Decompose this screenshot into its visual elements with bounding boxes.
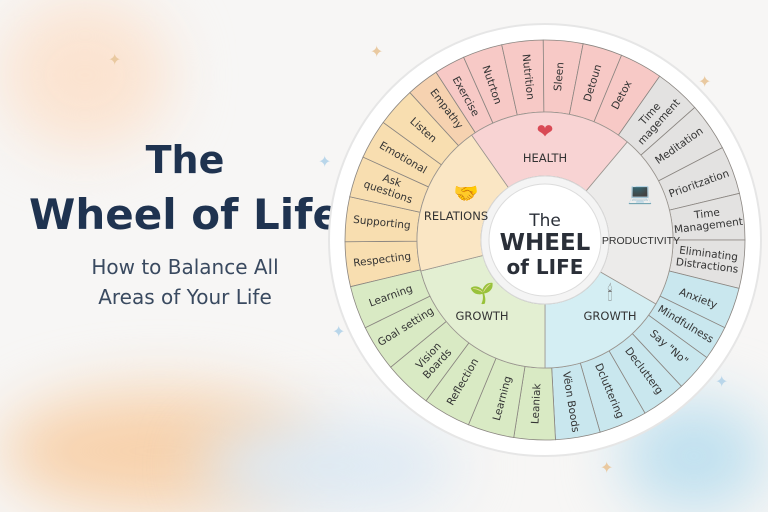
center-line3: of LIFE: [507, 255, 584, 279]
subtitle-line2: Areas of Your Life: [98, 285, 272, 309]
sector-label: GROWTH: [584, 309, 637, 323]
sector-label: RELATIONS: [424, 209, 488, 223]
subtitle-line1: How to Balance All: [91, 255, 279, 279]
segment-label: Supporting: [353, 214, 412, 232]
handshake-icon: 🤝: [454, 181, 479, 205]
center-line2: WHEEL: [500, 230, 591, 256]
sector-label: HEALTH: [523, 151, 567, 165]
center-line1: The: [528, 211, 561, 231]
sparkle-icon: ✦: [698, 72, 712, 91]
sparkle-icon: ✦: [370, 42, 384, 61]
sparkle-icon: ✦: [600, 458, 614, 477]
segment-label: Leaniak: [529, 382, 543, 424]
page-title-line2: Wheel of Life: [29, 190, 341, 239]
sparkle-icon: ✦: [108, 50, 122, 69]
laptop-icon: 💻: [628, 181, 653, 205]
sector-label: GROWTH: [456, 309, 509, 323]
sparkle-icon: ✦: [715, 372, 729, 391]
heart-icon: ❤: [537, 119, 554, 143]
sparkle-icon: ✦: [332, 322, 346, 341]
background-blob-peach: [0, 0, 170, 150]
segment-label: Sleen: [552, 62, 566, 92]
sector-label: PRODUCTIVITY: [602, 235, 680, 247]
background-blob-lightblue: [200, 420, 460, 512]
segment-label: Nutrition: [519, 53, 536, 100]
sparkle-icon: ✦: [318, 152, 332, 171]
sprout-icon: 🌱: [470, 281, 495, 305]
subtitle: How to Balance All Areas of Your Life: [20, 252, 350, 312]
candle-icon: 🕯: [607, 281, 613, 305]
page-title-line1: The: [145, 138, 225, 182]
center-circle: [488, 183, 602, 297]
